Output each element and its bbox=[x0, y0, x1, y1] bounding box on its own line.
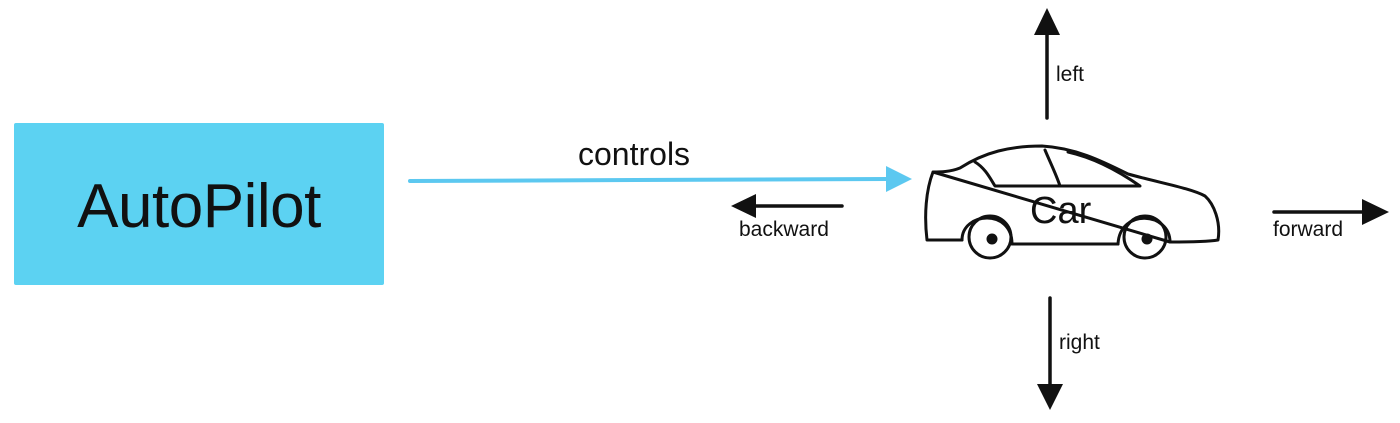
controls-label: controls bbox=[578, 136, 691, 172]
car-sketch-icon bbox=[924, 144, 1221, 260]
left-arrow bbox=[1034, 8, 1060, 120]
right-arrow bbox=[1037, 296, 1063, 410]
right-label: right bbox=[1059, 331, 1100, 354]
car-label: Car bbox=[1030, 190, 1092, 232]
left-label: left bbox=[1056, 63, 1085, 86]
backward-arrow bbox=[731, 194, 844, 218]
forward-arrow bbox=[1272, 199, 1389, 225]
backward-label: backward bbox=[739, 218, 829, 241]
forward-label: forward bbox=[1273, 218, 1344, 241]
autopilot-box: AutoPilot bbox=[14, 123, 384, 285]
controls-arrow bbox=[408, 166, 912, 192]
autopilot-label: AutoPilot bbox=[77, 171, 321, 241]
